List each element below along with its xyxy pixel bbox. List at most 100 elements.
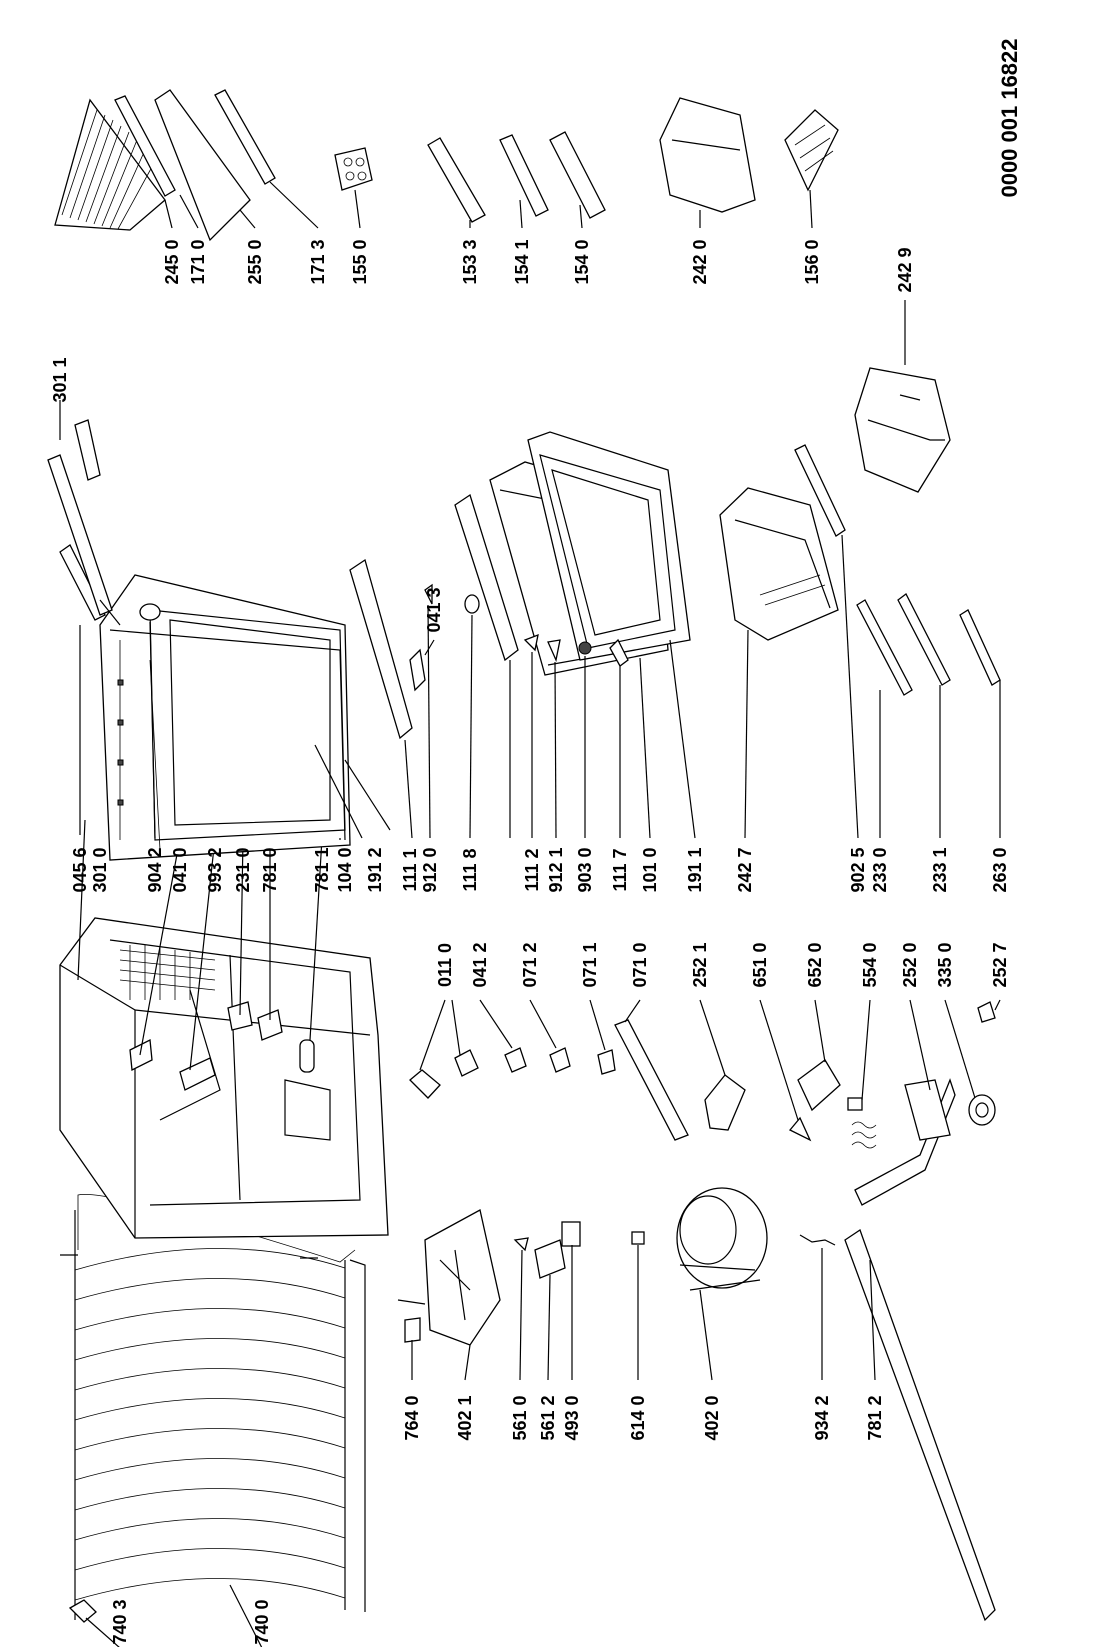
part-label: 402 0 (702, 1395, 722, 1441)
bottle-bin (659, 97, 756, 213)
part-small (227, 1001, 253, 1031)
part-label: 652 0 (805, 942, 825, 988)
part-label: 561 0 (510, 1395, 530, 1441)
tube-part (404, 1317, 421, 1343)
hw-part (523, 633, 539, 652)
part-small (179, 1057, 216, 1091)
part-label: 242 0 (690, 239, 710, 285)
glass-shelf (154, 89, 251, 242)
part-small (257, 1009, 283, 1041)
door-panels (99, 574, 351, 861)
cabinet (59, 917, 389, 1239)
hinge-part (409, 648, 426, 692)
part-label: 934 2 (812, 1395, 832, 1441)
door-bin (549, 131, 606, 219)
part-label: 111 7 (610, 848, 630, 892)
part-label: 740 0 (252, 1599, 272, 1645)
hinge-bar (454, 493, 519, 662)
trim-strip (59, 544, 106, 621)
small-part (409, 1069, 441, 1099)
part-label: 171 3 (308, 239, 328, 285)
part-label: 171 0 (188, 239, 208, 285)
part-label: 154 1 (512, 239, 532, 285)
hw-part (547, 639, 561, 663)
part-label: 903 0 (575, 847, 595, 893)
document-number: 0000 001 16822 (997, 38, 1022, 198)
relay-part (534, 1239, 566, 1279)
part-label: 231 0 (233, 847, 253, 893)
screw (424, 583, 433, 605)
capacitor-part (561, 1221, 581, 1247)
knob (968, 1094, 996, 1126)
door-bin-lid (499, 134, 549, 217)
part-label: 740 3 (110, 1599, 130, 1645)
part-label: 111 8 (460, 848, 480, 892)
part-label: 781 2 (865, 1395, 885, 1441)
part-label: 071 2 (520, 942, 540, 988)
part-label: 245 0 (162, 239, 182, 285)
part-label: 554 0 (860, 942, 880, 988)
part-label: 242 7 (735, 847, 755, 893)
part-label: 252 1 (690, 942, 710, 988)
part-label: 242 9 (895, 247, 915, 293)
part-label: 111 1 (400, 848, 420, 892)
rail (897, 593, 951, 686)
part-label: 561 2 (538, 1395, 558, 1441)
back-panel (844, 1228, 996, 1622)
part-label: 041 3 (424, 587, 444, 633)
small-part (549, 1047, 571, 1073)
button-part (139, 603, 161, 621)
part-label: 191 2 (365, 847, 385, 893)
part-label: 101 0 (640, 847, 660, 893)
trim-bar (47, 454, 113, 616)
small-part (513, 1237, 529, 1252)
part-label: 153 3 (460, 239, 480, 285)
control-housing (854, 1078, 956, 1206)
part-label: 252 7 (990, 942, 1010, 988)
part-label: 301 1 (50, 357, 70, 403)
part-label: 493 0 (562, 1395, 582, 1441)
small-part (454, 1049, 479, 1077)
compressor-housing (424, 1209, 501, 1346)
part-label: 335 0 (935, 942, 955, 988)
thermostat-part (704, 1074, 746, 1131)
part-label: 071 1 (580, 942, 600, 988)
part-label: 156 0 (802, 239, 822, 285)
lamp-part (788, 1116, 812, 1142)
part-label: 263 0 (990, 847, 1010, 893)
trim-strip (114, 95, 176, 197)
condenser-coil (60, 1194, 366, 1620)
part-label: 993 2 (205, 847, 225, 893)
part-label: 252 0 (900, 942, 920, 988)
part-label: 011 0 (435, 942, 455, 988)
part-label: 614 0 (628, 1395, 648, 1441)
hw-part (609, 638, 629, 667)
freezer-drawer (854, 367, 951, 493)
part-label: 902 5 (848, 847, 868, 893)
small-part (597, 1049, 616, 1075)
part-label: 191 1 (685, 847, 705, 893)
part-label: 233 1 (930, 847, 950, 893)
part-label: 154 0 (572, 239, 592, 285)
part-label: 111 2 (522, 848, 542, 892)
small-part (631, 1231, 645, 1245)
bar-part (614, 1019, 689, 1141)
hinge-bar (349, 558, 413, 740)
part-label: 912 1 (546, 847, 566, 893)
part-label: 255 0 (245, 239, 265, 285)
part-label: 912 0 (420, 847, 440, 893)
part-label: 104 0 (335, 847, 355, 893)
part-small (129, 1038, 153, 1072)
part-label: 904 2 (145, 847, 165, 893)
rail (959, 609, 1001, 686)
wire-part (799, 1234, 836, 1246)
part-label: 071 0 (630, 942, 650, 988)
part-label: 155 0 (350, 239, 370, 285)
cap-part (464, 594, 480, 614)
part-label: 233 0 (870, 847, 890, 893)
part-label: 781 0 (260, 847, 280, 893)
part-label: 301 0 (90, 847, 110, 893)
control-box (904, 1079, 951, 1141)
